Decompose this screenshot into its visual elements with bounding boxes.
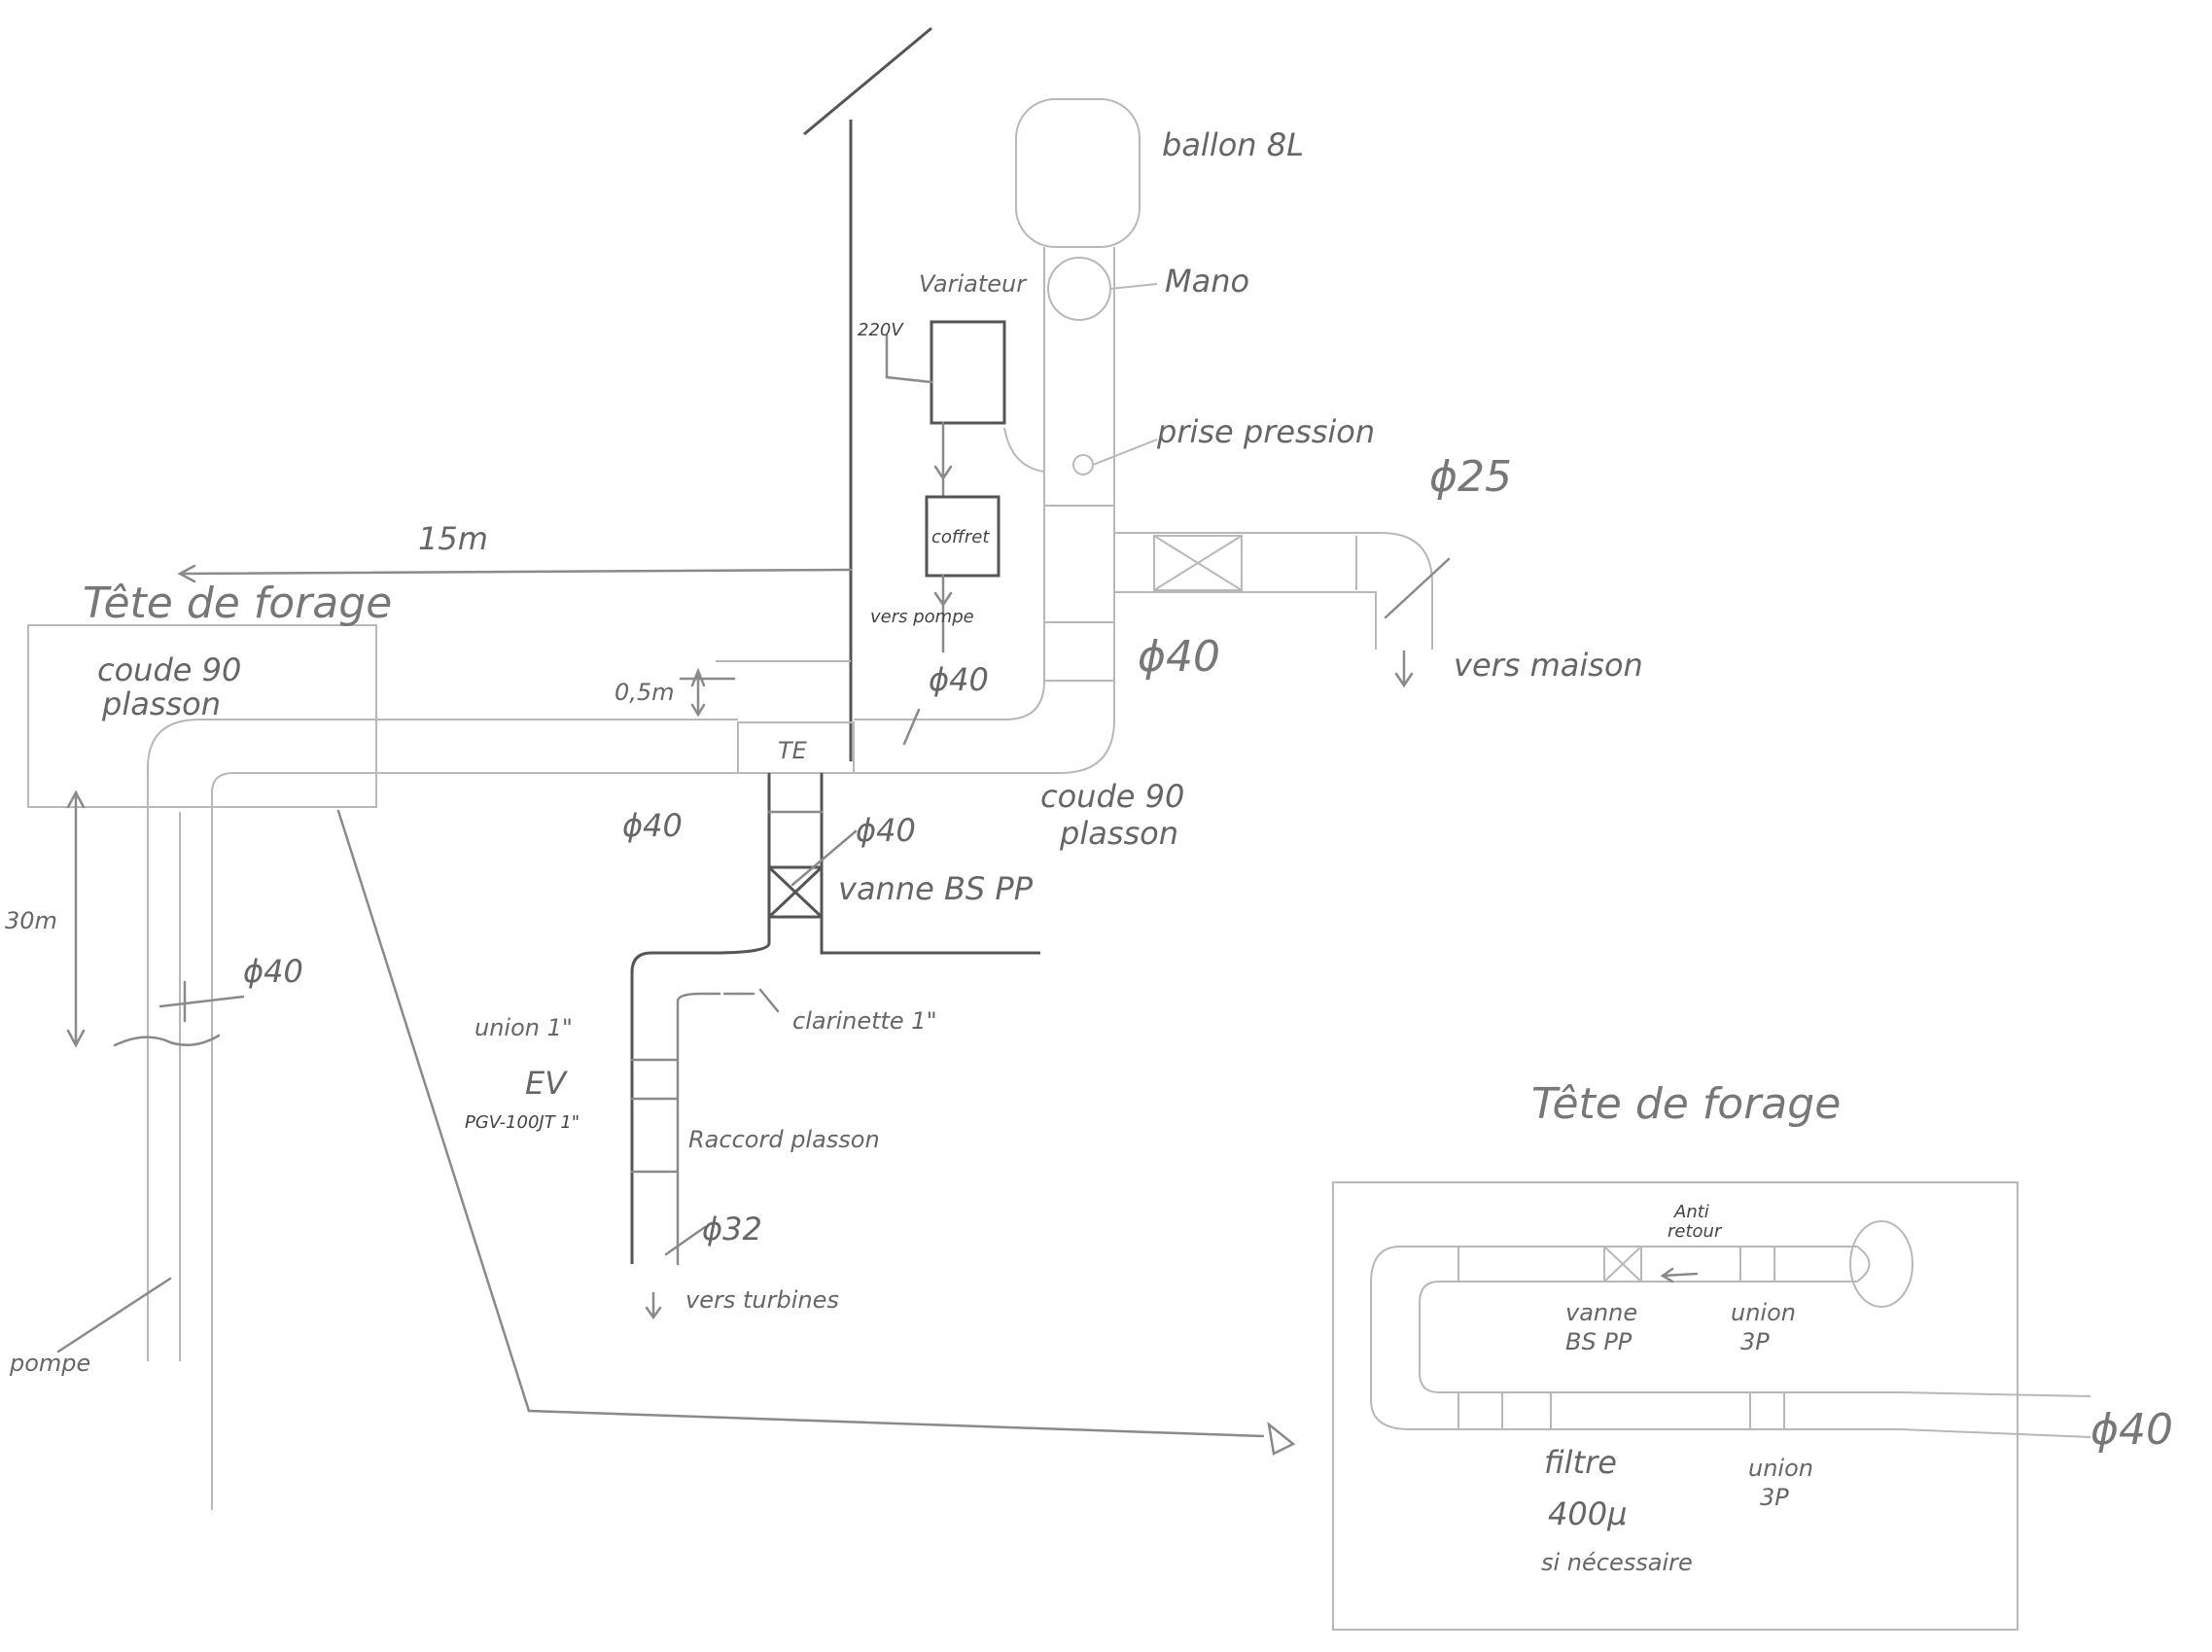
coude-right-label-2: plasson bbox=[1059, 815, 1178, 852]
distance-15m-label: 15m bbox=[418, 520, 488, 557]
well-head-box bbox=[27, 624, 377, 808]
union-top-label-2: 3P bbox=[1740, 1328, 1770, 1355]
union-top-label-1: union bbox=[1731, 1299, 1796, 1326]
filtre-label-3: si nécessaire bbox=[1541, 1549, 1693, 1576]
tete-forage-left-label: Tête de forage bbox=[83, 579, 392, 628]
coude-left-label-1: coude 90 bbox=[97, 651, 241, 688]
depth-30m-label: 30m bbox=[5, 907, 57, 934]
d40-top-label: ϕ40 bbox=[929, 661, 989, 698]
d40-right-label: ϕ40 bbox=[1138, 632, 1220, 682]
d32-label: ϕ32 bbox=[702, 1211, 762, 1248]
union-label: union 1" bbox=[474, 1014, 573, 1041]
filtre-label-1: filtre bbox=[1544, 1444, 1617, 1481]
detail-pipe bbox=[1370, 1220, 2091, 1438]
vanne-detail-label-2: BS PP bbox=[1565, 1328, 1633, 1355]
prise-pression-label: prise pression bbox=[1156, 413, 1375, 450]
d25-label: ϕ25 bbox=[1429, 452, 1512, 502]
vers-pompe-label: vers pompe bbox=[870, 607, 974, 627]
horizontal-pipe bbox=[147, 660, 851, 807]
coffret-box bbox=[925, 495, 1001, 578]
filtre-label-2: 400µ bbox=[1548, 1495, 1627, 1532]
anti-retour-label-1: Anti bbox=[1673, 1202, 1709, 1222]
coffret-label: coffret bbox=[931, 527, 990, 547]
d40-detail-label: ϕ40 bbox=[2090, 1405, 2173, 1455]
d40-horiz-label: ϕ40 bbox=[622, 807, 683, 844]
pressure-tap bbox=[1072, 454, 1094, 475]
ev-label-1: EV bbox=[525, 1065, 568, 1102]
vertical-pipe bbox=[854, 247, 1115, 774]
vers-maison-label: vers maison bbox=[1454, 647, 1643, 684]
ballon-label: ballon 8L bbox=[1162, 126, 1304, 163]
voltage-label: 220V bbox=[858, 320, 904, 340]
detail-box bbox=[1332, 1181, 2019, 1631]
d40-well-label: ϕ40 bbox=[243, 953, 303, 990]
clarinette-label: clarinette 1" bbox=[792, 1007, 937, 1035]
pressure-tank bbox=[1015, 98, 1141, 248]
well-pipe bbox=[56, 790, 245, 1510]
variateur-label: Variateur bbox=[919, 270, 1028, 298]
union-bot-label-2: 3P bbox=[1760, 1484, 1789, 1511]
vanne-detail-label-1: vanne bbox=[1565, 1299, 1637, 1326]
d40-down-label: ϕ40 bbox=[856, 812, 916, 849]
house-branch-pipe bbox=[1114, 532, 1451, 688]
anti-retour-label-2: retour bbox=[1668, 1221, 1723, 1242]
union-bot-label-1: union bbox=[1748, 1455, 1813, 1482]
house-wall bbox=[803, 26, 932, 761]
detail-link-arrow bbox=[336, 809, 1265, 1438]
te-label: TE bbox=[778, 737, 808, 764]
mano-label: Mano bbox=[1165, 263, 1249, 299]
ev-label-2: PGV-100JT 1" bbox=[465, 1112, 579, 1133]
te-fitting bbox=[737, 721, 855, 774]
turbine-branch-pipe bbox=[630, 773, 1040, 1320]
vanne-label: vanne BS PP bbox=[838, 870, 1034, 907]
dist-05m-label: 0,5m bbox=[614, 679, 675, 706]
pompe-label: pompe bbox=[9, 1350, 90, 1377]
coude-right-label-1: coude 90 bbox=[1040, 778, 1184, 815]
coude-left-label-2: plasson bbox=[101, 685, 221, 722]
raccord-label: Raccord plasson bbox=[688, 1126, 880, 1153]
vers-turbines-label: vers turbines bbox=[685, 1286, 839, 1314]
variateur-box bbox=[930, 320, 1006, 425]
detail-title: Tête de forage bbox=[1531, 1079, 1841, 1129]
pressure-gauge bbox=[1047, 257, 1111, 321]
